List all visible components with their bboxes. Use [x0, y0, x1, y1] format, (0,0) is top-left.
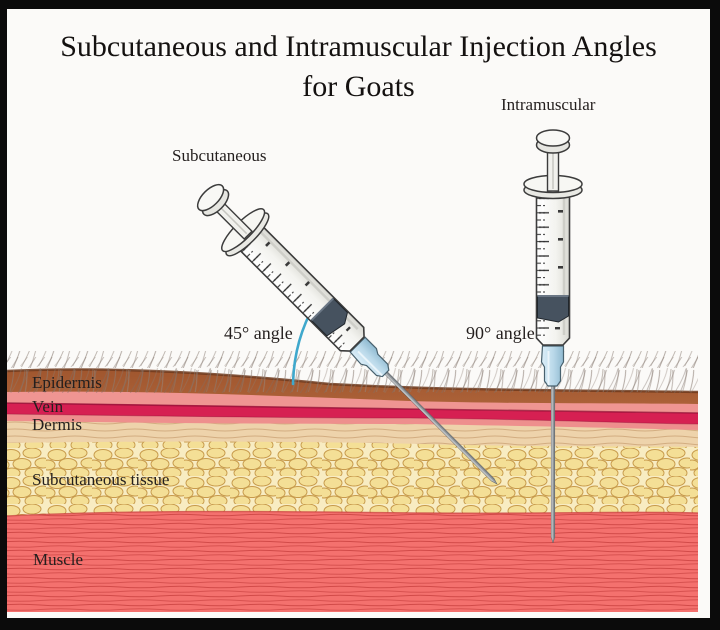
dermis-label: Dermis: [32, 415, 83, 434]
angle-45-label: 45° angle: [224, 323, 293, 343]
muscle-layer: [7, 511, 698, 612]
intramuscular-syringe-label: Intramuscular: [501, 95, 596, 114]
epidermis-label: Epidermis: [32, 373, 102, 392]
tissue-layers: [6, 368, 699, 612]
angle-90-label: 90° angle: [466, 323, 535, 343]
vein-label: Vein: [32, 397, 64, 416]
page-title-line1: Subcutaneous and Intramuscular Injection…: [60, 30, 657, 63]
subcutaneous-tissue-label: Subcutaneous tissue: [32, 470, 170, 489]
vein-bottom-edge: [6, 413, 699, 425]
vein-top-edge: [6, 402, 699, 414]
hair-texture: [7, 351, 698, 393]
page-title-line2: for Goats: [302, 70, 415, 103]
muscle-label: Muscle: [33, 550, 84, 569]
muscle-top-edge: [6, 510, 699, 517]
subcutaneous-syringe-label: Subcutaneous: [172, 146, 267, 165]
